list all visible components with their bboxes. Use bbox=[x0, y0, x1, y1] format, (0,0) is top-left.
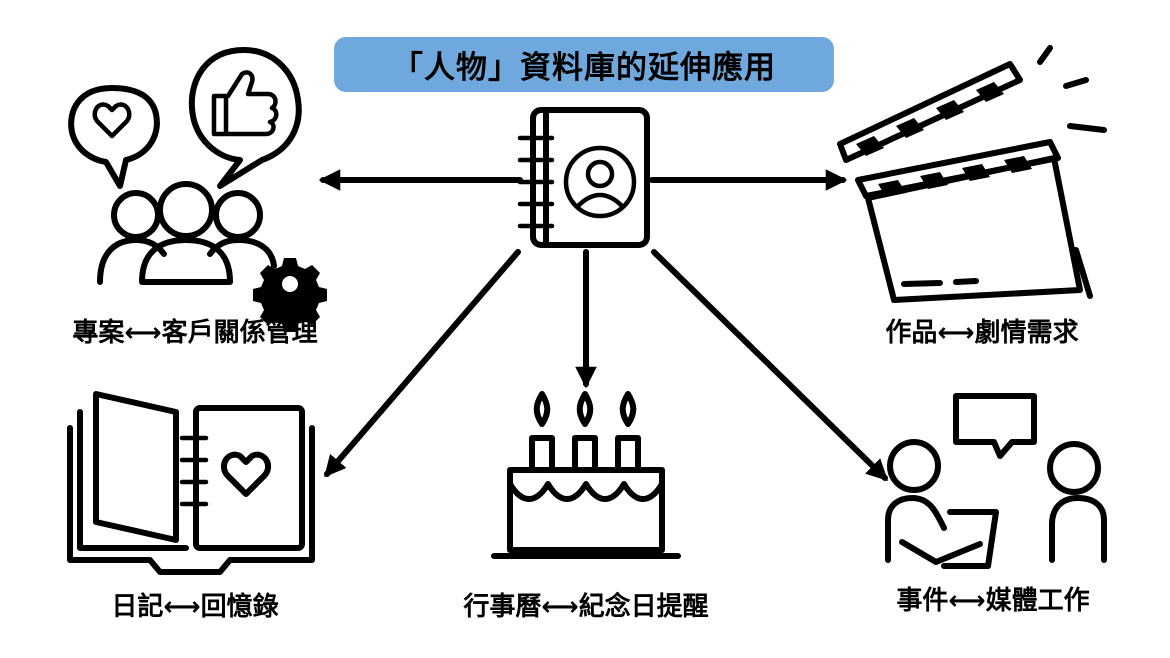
arrow-to-events bbox=[651, 249, 889, 482]
gear-icon bbox=[253, 258, 327, 332]
clapperboard-icon bbox=[837, 45, 1107, 303]
node-label-events: 事件⟷媒體工作 bbox=[896, 586, 1090, 616]
connector-arrows bbox=[318, 169, 889, 482]
interview-icon bbox=[885, 393, 1107, 569]
birthday-cake-icon bbox=[491, 391, 681, 559]
diagram-title: 「人物」資料庫的延伸應用 bbox=[334, 37, 834, 92]
contact-book-icon bbox=[517, 107, 650, 248]
heart-notebook-icon bbox=[67, 391, 315, 575]
node-label-calendar: 行事曆⟷紀念日提醒 bbox=[463, 592, 709, 622]
node-label-diary: 日記⟷回憶錄 bbox=[111, 592, 279, 622]
customer-relations-icon bbox=[68, 47, 327, 332]
arrow-to-diary bbox=[324, 249, 521, 478]
node-label-works: 作品⟷劇情需求 bbox=[885, 318, 1079, 348]
node-label-project: 專案⟷客戶關係管理 bbox=[72, 318, 318, 348]
